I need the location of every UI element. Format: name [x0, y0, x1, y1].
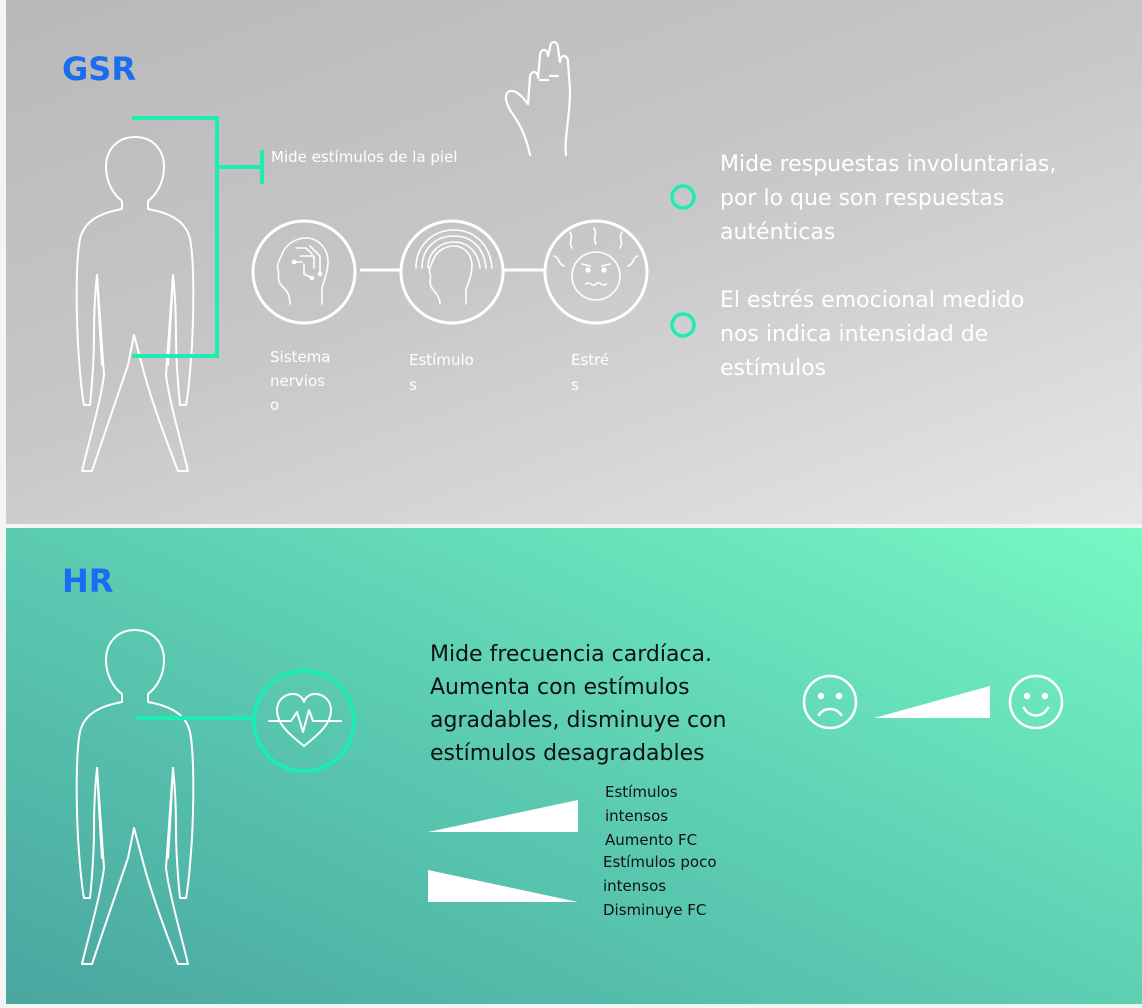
node-label-estres: Estré s [571, 348, 631, 398]
callout-bracket [132, 116, 264, 358]
hr-title: HR [62, 562, 114, 600]
node-label-line: o [270, 396, 280, 414]
legend-line: intensos [605, 807, 669, 825]
legend-line: Estímulos poco [603, 853, 717, 871]
legend-line: Estímulos [605, 783, 678, 801]
legend-line: Disminuye FC [603, 901, 707, 919]
heartbeat-icon [252, 669, 356, 773]
node-label-line: Sistema [270, 348, 331, 366]
bullet-circle-icon [670, 184, 696, 210]
sad-face-icon [802, 674, 858, 730]
gsr-panel: GSR Mide estímulos de la piel [6, 0, 1142, 524]
legend-decrease-text: Estímulos poco intensos Disminuye FC [603, 850, 753, 922]
node-label-line: Estímulo [409, 351, 474, 369]
gsr-title: GSR [62, 50, 136, 88]
heart-connector [136, 716, 252, 720]
node-label-sistema-nervioso: Sistema nervios o [270, 345, 350, 417]
node-label-line: nervios [270, 372, 325, 390]
node-connector [360, 268, 544, 272]
node-label-line: s [409, 376, 417, 394]
gsr-callout-text: Mide estímulos de la piel [271, 148, 458, 166]
scale-wedge [874, 686, 990, 718]
legend-increase-text: Estímulos intensos Aumento FC [605, 780, 755, 852]
hr-description: Mide frecuencia cardíaca. Aumenta con es… [430, 642, 727, 766]
legend-line: intensos [603, 877, 667, 895]
happy-face-icon [1008, 674, 1064, 730]
legend-line: Aumento FC [605, 831, 698, 849]
node-label-estimulos: Estímulo s [409, 348, 499, 398]
hand-icon [504, 40, 572, 157]
body-silhouette-icon [75, 629, 195, 965]
decrease-wedge [428, 870, 578, 902]
stressed-face-icon [543, 219, 649, 325]
hr-panel: HR Mide frecuencia cardíaca. Aumenta con… [6, 528, 1142, 1004]
bullet-circle-icon [670, 312, 696, 338]
stimulus-head-icon [399, 219, 505, 325]
increase-wedge [428, 800, 578, 832]
gsr-bullet-2: El estrés emocional medido nos indica in… [720, 288, 1025, 381]
node-label-line: s [571, 376, 579, 394]
gsr-bullet-1: Mide respuestas involuntarias, por lo qu… [720, 152, 1057, 245]
brain-head-icon [251, 219, 357, 325]
node-label-line: Estré [571, 351, 610, 369]
